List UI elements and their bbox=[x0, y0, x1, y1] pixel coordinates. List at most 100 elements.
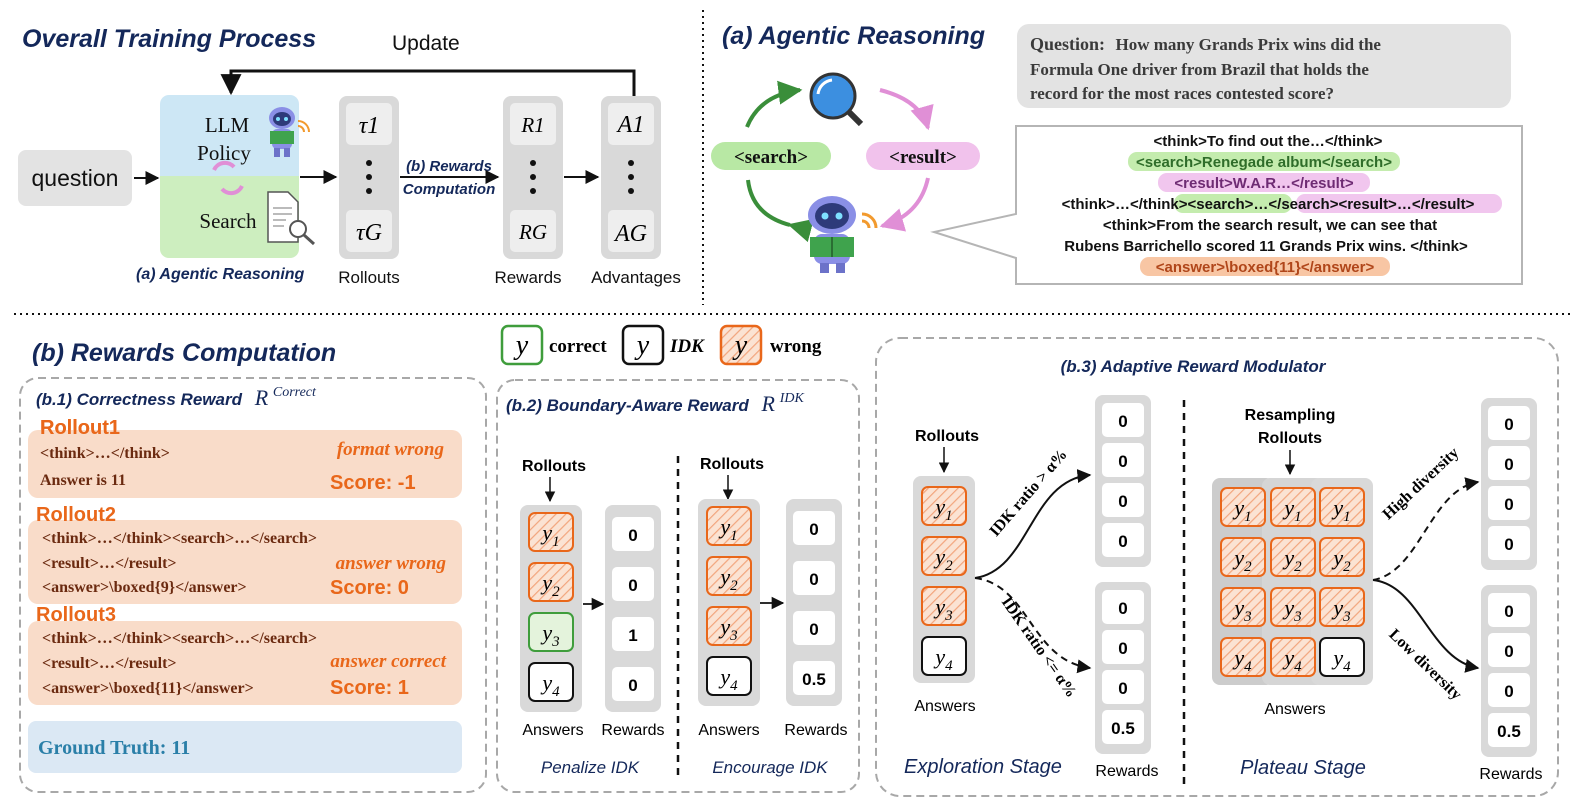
penalize-idk-caption: Penalize IDK bbox=[541, 758, 640, 777]
plateau-col2-answer-3-label: y3 bbox=[1282, 595, 1301, 625]
adv-last-cell bbox=[608, 210, 654, 252]
b3-right-lower-reward-1-cell bbox=[1488, 593, 1530, 627]
b2-left-answer-4-cell bbox=[528, 662, 574, 702]
resampling-label-1: Resampling bbox=[1245, 407, 1336, 424]
low-diversity-label: Low diversity bbox=[1385, 626, 1464, 703]
plateau-col3-answer-3-cell bbox=[1319, 587, 1365, 627]
b3-right-upper-reward-4-value: 0 bbox=[1504, 535, 1513, 554]
b3-upper-reward-1-cell bbox=[1102, 403, 1144, 437]
llm-label: LLM bbox=[205, 113, 250, 137]
question-text-3: record for the most races contested scor… bbox=[1030, 84, 1334, 103]
b3-right-lower-reward-2-cell bbox=[1488, 633, 1530, 667]
b1-border bbox=[19, 377, 487, 793]
rollout3-line-2: <result>…</result> bbox=[42, 655, 177, 672]
b3-panel: (b.3) Adaptive Reward Modulator Rollouts… bbox=[875, 337, 1559, 797]
plateau-col3-answer-2-label: y2 bbox=[1331, 545, 1351, 575]
low-diversity-arrow bbox=[1372, 579, 1480, 673]
result-tag-pill bbox=[866, 142, 980, 170]
rollout1-score: Score: -1 bbox=[330, 472, 416, 494]
b2-left-reward-3-cell bbox=[612, 617, 654, 651]
plateau-col2-answer-4-cell bbox=[1270, 637, 1316, 677]
magnifier-icon bbox=[809, 72, 864, 127]
rollout1-name-overlay: Rollout1 bbox=[40, 417, 120, 439]
rollout1-note: format wrong bbox=[337, 439, 444, 460]
plateau-column-2 bbox=[1262, 478, 1324, 685]
b3-explore-answer-1-cell bbox=[921, 486, 967, 526]
plateau-col1-answer-1-label: y1 bbox=[1232, 495, 1251, 525]
plateau-col3-answer-1-label: y1 bbox=[1331, 495, 1350, 525]
b2-left-answer-2-label: y2 bbox=[540, 570, 560, 600]
agentic-reasoning-panel: (a) Agentic Reasoning <search> <result> bbox=[711, 22, 1523, 285]
b3-right-lower-reward-4-value: 0.5 bbox=[1497, 722, 1521, 741]
question-prefix: Question: bbox=[1030, 34, 1105, 54]
b3-right-lower-reward-4-cell bbox=[1488, 713, 1530, 747]
cycle-icon bbox=[212, 160, 244, 196]
plateau-column-3 bbox=[1311, 478, 1373, 685]
b3-right-upper-reward-1-cell bbox=[1488, 406, 1530, 440]
trace-line-5: <think>From the search result, we can se… bbox=[1103, 217, 1437, 234]
b2-border bbox=[496, 379, 860, 793]
trace-line-1: <think>To find out the…</think> bbox=[1154, 133, 1383, 150]
b3-rollouts-label: Rollouts bbox=[915, 428, 979, 445]
search-box bbox=[160, 176, 299, 258]
b3-explore-answer-3-cell bbox=[921, 586, 967, 626]
document-search-icon bbox=[267, 191, 316, 246]
plateau-column-1 bbox=[1212, 478, 1274, 685]
ground-truth-box bbox=[28, 721, 462, 773]
rollout3-box bbox=[28, 621, 462, 705]
robot-reader-icon bbox=[808, 196, 878, 273]
plateau-col2-answer-2-cell bbox=[1270, 537, 1316, 577]
b2-right-answer-3-cell bbox=[706, 606, 752, 646]
plateau-col1-answer-2-label: y2 bbox=[1232, 545, 1252, 575]
plateau-col1-answer-3-cell bbox=[1220, 587, 1266, 627]
rollout3-name: Rollout3 bbox=[36, 604, 116, 626]
rewards-ellipsis bbox=[530, 160, 536, 194]
rollout-first-cell bbox=[346, 103, 392, 145]
legend: y correct y IDK y wrong bbox=[500, 324, 822, 366]
search-tag-pill bbox=[711, 142, 831, 170]
rewards-title: (b) Rewards Computation bbox=[32, 339, 336, 367]
overall-title: Overall Training Process bbox=[22, 25, 316, 53]
b2-left-reward-1-cell bbox=[612, 517, 654, 551]
b3-explore-answer-3-label: y3 bbox=[933, 594, 952, 624]
b2-right-rewards-label: Rewards bbox=[784, 722, 847, 739]
legend-correct-swatch bbox=[500, 324, 544, 366]
b3-lower-reward-3-value: 0 bbox=[1118, 679, 1127, 698]
plateau-col3-answer-1-cell bbox=[1319, 487, 1365, 527]
reward-first-label: R1 bbox=[520, 113, 544, 137]
plateau-caption: Plateau Stage bbox=[1240, 757, 1366, 779]
adv-ellipsis bbox=[628, 160, 634, 194]
exploration-caption: Exploration Stage bbox=[904, 756, 1062, 778]
question-label: question bbox=[32, 165, 119, 191]
b3-title: (b.3) Adaptive Reward Modulator bbox=[1061, 357, 1327, 376]
b3-explore-answer-4-label: y4 bbox=[933, 644, 953, 674]
plateau-col2-answer-4-label: y4 bbox=[1282, 645, 1302, 675]
rewards-col-label: Rewards bbox=[494, 268, 561, 287]
rollouts-col-label: Rollouts bbox=[338, 268, 399, 287]
b3-right-rewards-label: Rewards bbox=[1479, 766, 1542, 783]
reward-first-cell bbox=[510, 103, 556, 145]
search-tag: <search> bbox=[734, 147, 808, 168]
b2-right-reward-1-value: 0 bbox=[809, 520, 818, 539]
resampling-label-2: Rollouts bbox=[1258, 430, 1322, 447]
high-diversity-arrow bbox=[1372, 477, 1480, 581]
reward-last-cell bbox=[510, 210, 556, 252]
b2-left-rewards-label: Rewards bbox=[601, 722, 664, 739]
b3-right-lower-reward-3-value: 0 bbox=[1504, 682, 1513, 701]
b2-left-answers-column bbox=[520, 505, 582, 712]
question-text-1: How many Grands Prix wins did the bbox=[1116, 35, 1382, 54]
cycle-arrow-pink-top bbox=[879, 88, 934, 131]
b2-right-answer-2-label: y2 bbox=[718, 564, 738, 594]
b3-lower-reward-4-value: 0.5 bbox=[1111, 719, 1135, 738]
plateau-col3-answer-4-cell bbox=[1319, 637, 1365, 677]
b2-right-answer-2-cell bbox=[706, 556, 752, 596]
b2-left-answer-1-label: y1 bbox=[540, 520, 559, 550]
rollout2-line-2: <result>…</result> bbox=[42, 555, 177, 572]
rollout1-line-1: <think>…</think> bbox=[40, 445, 170, 462]
b1-panel: (b.1) Correctness Reward R Correct Rollo… bbox=[19, 377, 487, 793]
b3-explore-answer-4-cell bbox=[921, 636, 967, 676]
